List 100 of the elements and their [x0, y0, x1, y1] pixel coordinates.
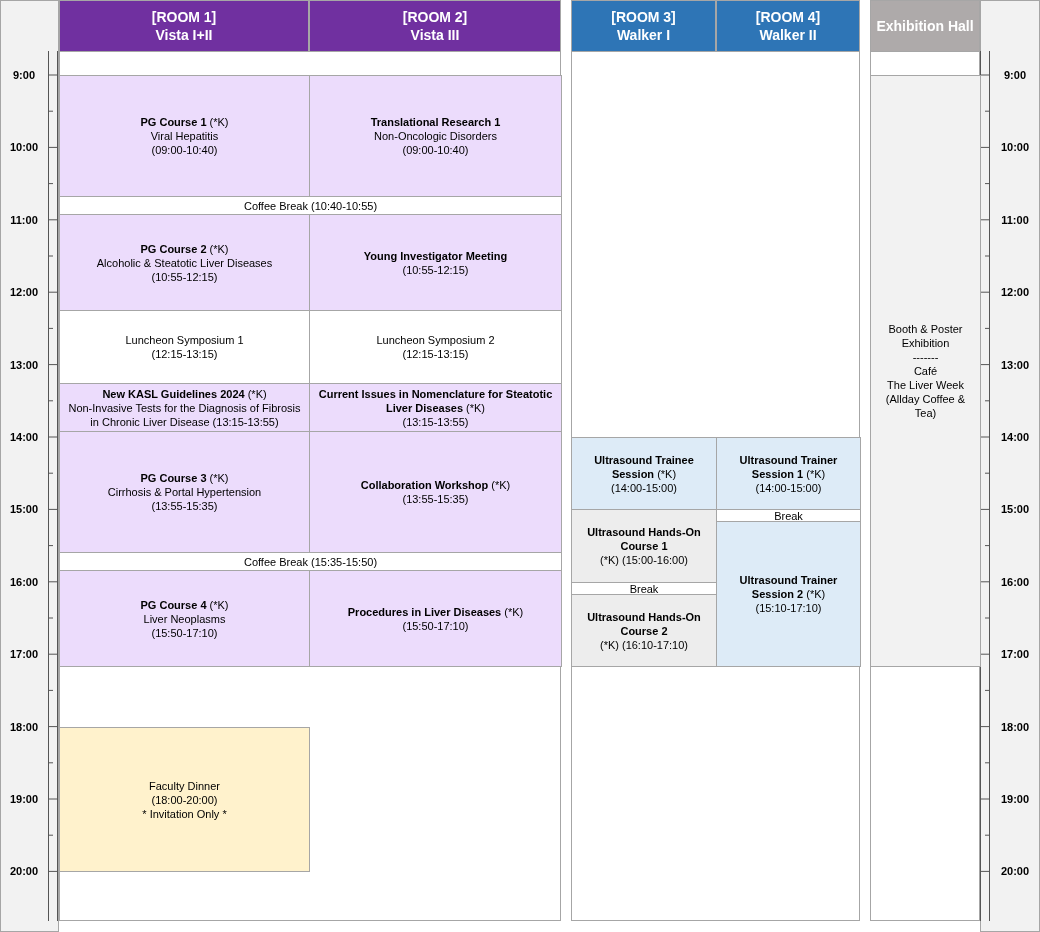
session-text: (15:10-17:10): [755, 601, 822, 615]
column-header: [309, 0, 561, 52]
session-block: [716, 437, 861, 510]
session-text: -------: [912, 350, 939, 364]
time-label: 9:00: [1003, 68, 1027, 82]
time-label: 17:00: [999, 647, 1031, 662]
session-text: Collaboration Workshop (*K): [360, 478, 511, 492]
session-block: [59, 570, 310, 667]
session-text: Booth & Poster Exhibition: [887, 322, 964, 350]
time-label: 11:00: [9, 212, 39, 227]
session-text: Ultrasound Trainee Session (*K): [593, 452, 695, 481]
session-block: [571, 437, 717, 510]
time-label: 13:00: [999, 357, 1031, 372]
time-label: 11:00: [1000, 212, 1030, 227]
time-label: 10:00: [8, 140, 40, 155]
session-block: [309, 570, 562, 667]
session-text: (18:00-20:00): [151, 792, 218, 807]
session-text: Viral Hepatitis: [150, 129, 219, 143]
session-block: [716, 521, 861, 667]
session-text: Young Investigator Meeting: [363, 248, 508, 263]
time-label: 16:00: [8, 574, 40, 589]
session-text: Non-Invasive Tests for the Diagnosis of Fibrosis in Chronic Liver Disease (13:15-13:55): [67, 400, 302, 429]
time-label: 12:00: [999, 285, 1031, 300]
session-text: (13:55-15:35): [402, 492, 469, 506]
session-text: Alcoholic & Steatotic Liver Diseases: [96, 255, 273, 270]
session-text: (14:00-15:00): [755, 480, 822, 495]
time-label: 10:00: [999, 140, 1031, 155]
header-text: [ROOM 2]: [402, 8, 468, 26]
session-text: Break: [629, 581, 659, 596]
session-text: The Liver Week: [887, 378, 964, 392]
time-label: 15:00: [999, 502, 1031, 517]
session-text: Procedures in Liver Diseases (*K): [347, 604, 524, 619]
session-text: Ultrasound Trainer Session 2 (*K): [738, 573, 839, 601]
header-text: [ROOM 3]: [611, 8, 676, 26]
time-label: 9:00: [12, 68, 36, 82]
session-block: [571, 509, 717, 583]
session-block: [571, 594, 717, 667]
session-block: [59, 727, 310, 872]
column-header: [870, 0, 980, 52]
column-header: [716, 0, 860, 52]
session-text: Cirrhosis & Portal Hypertension: [107, 485, 262, 499]
time-label: 18:00: [8, 719, 40, 734]
session-text: Current Issues in Nomenclature for Steatotic Liver Diseases (*K): [317, 386, 554, 415]
session-text: Translational Research 1: [370, 115, 501, 129]
header-text: Exhibition Hall: [876, 17, 974, 35]
header-text: Vista I+II: [155, 26, 213, 44]
session-text: (*K) (15:00-16:00): [599, 553, 688, 567]
session-text: New KASL Guidelines 2024 (*K): [102, 386, 267, 401]
exhibition-block: [870, 75, 981, 667]
session-text: (15:50-17:10): [151, 625, 218, 640]
time-label: 19:00: [8, 792, 40, 806]
session-block: [309, 431, 562, 553]
time-label: 17:00: [8, 647, 40, 662]
column-header: [59, 0, 309, 52]
session-text: * Invitation Only *: [142, 806, 227, 821]
session-text: (12:15-13:15): [151, 347, 218, 361]
session-text: (Allday Coffee & Tea): [884, 392, 967, 420]
time-label: 14:00: [999, 430, 1031, 444]
session-text: Café: [913, 364, 938, 378]
session-text: (09:00-10:40): [151, 143, 218, 157]
session-text: Coffee Break (10:40-10:55): [243, 198, 378, 213]
session-text: (12:15-13:15): [402, 347, 469, 361]
header-text: [ROOM 1]: [151, 8, 217, 26]
session-block: [59, 214, 310, 311]
session-text: Luncheon Symposium 1: [125, 333, 244, 347]
session-text: PG Course 4 (*K): [140, 597, 229, 612]
session-text: (*K) (16:10-17:10): [599, 637, 688, 652]
session-text: (14:00-15:00): [610, 480, 677, 495]
session-text: Coffee Break (15:35-15:50): [243, 554, 378, 569]
session-block: [59, 431, 310, 553]
session-text: (13:55-15:35): [151, 499, 218, 513]
time-label: 18:00: [999, 719, 1031, 734]
session-text: Luncheon Symposium 2: [376, 333, 495, 347]
time-label: 13:00: [8, 357, 40, 372]
session-text: Non-Oncologic Disorders: [374, 129, 497, 143]
session-text: (13:15-13:55): [402, 414, 469, 429]
session-block: [59, 75, 310, 197]
header-text: Walker II: [759, 26, 817, 44]
session-block: [309, 75, 562, 197]
session-text: Faculty Dinner: [149, 778, 220, 793]
session-text: Ultrasound Hands-On Course 2: [586, 609, 702, 638]
session-text: PG Course 1 (*K): [140, 115, 229, 129]
time-label: 15:00: [8, 502, 40, 517]
session-text: Break: [774, 508, 803, 523]
session-text: (15:50-17:10): [402, 618, 469, 633]
header-text: [ROOM 4]: [755, 8, 821, 26]
session-text: (09:00-10:40): [402, 143, 469, 157]
session-text: Ultrasound Hands-On Course 1: [586, 525, 702, 553]
time-label: 16:00: [999, 574, 1031, 589]
header-text: Vista III: [410, 26, 460, 44]
session-block: [59, 383, 310, 432]
time-label: 19:00: [999, 792, 1031, 806]
session-block: [309, 383, 562, 432]
column-header: [571, 0, 716, 52]
time-label: 12:00: [8, 285, 40, 300]
session-block: [309, 214, 562, 311]
session-text: Liver Neoplasms: [143, 611, 226, 626]
time-label: 20:00: [8, 864, 40, 879]
time-label: 20:00: [999, 864, 1031, 879]
session-text: PG Course 2 (*K): [140, 241, 229, 256]
